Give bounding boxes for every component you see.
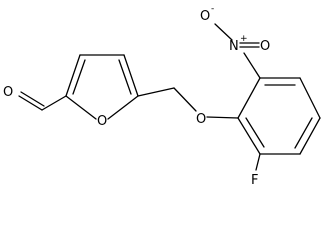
nitro-top-oxygen-label: O — [200, 9, 210, 24]
molecule-structure: O O O N + O - O F — [3, 4, 321, 188]
aldehyde-oxygen-label: O — [3, 85, 13, 100]
bond-ring-n — [243, 52, 261, 79]
nitro-nitrogen-charge: + — [240, 34, 248, 44]
bond-benz-c6-c1-inner — [245, 117, 265, 148]
bond-furan-o-c2 — [65, 95, 97, 120]
bond-benz-c3-c4 — [299, 77, 321, 119]
bond-furan-c2-c3 — [65, 54, 81, 97]
nitro-top-oxygen-charge: - — [211, 4, 214, 14]
bond-furan-c5-o — [107, 95, 139, 120]
aldehyde-group — [18, 91, 67, 111]
ether-linker — [137, 87, 239, 119]
nitro-group — [214, 23, 261, 79]
nitro-right-oxygen-label: O — [260, 39, 270, 54]
bond-aldehyde-c-o-second — [20, 91, 45, 107]
bond-benz-c6-c1 — [237, 117, 261, 155]
bond-furan-c2-c3-inner — [72, 59, 86, 95]
bond-n-o-top — [214, 23, 233, 41]
bond-aldehyde-c-o — [18, 95, 43, 111]
bond-aldehyde-c-ring — [41, 95, 67, 111]
benzene-ring — [237, 77, 321, 155]
bond-o-aryl — [206, 116, 239, 119]
nitro-nitrogen-label: N — [229, 39, 239, 54]
ether-oxygen-label: O — [196, 112, 206, 127]
furan-oxygen-label: O — [97, 114, 107, 129]
fluorine-label: F — [251, 173, 258, 188]
bond-benz-c4-c5 — [299, 117, 321, 155]
bond-ring-f — [255, 153, 261, 171]
bond-benz-c1-c2 — [237, 77, 261, 119]
bond-ch2-o — [173, 87, 197, 112]
bond-furan-c4-c5 — [123, 54, 139, 97]
furan-ring — [65, 54, 139, 120]
bond-c5-ch2 — [137, 87, 175, 97]
bond-furan-c4-c5-inner — [118, 59, 132, 95]
bond-benz-c4-c5-inner — [294, 117, 313, 149]
